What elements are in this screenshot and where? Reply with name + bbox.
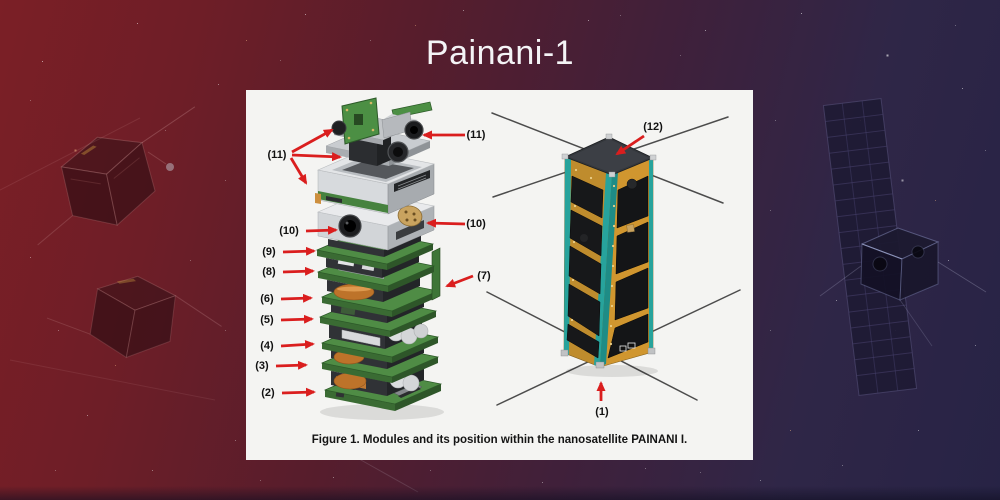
module-label-11-right: (11) <box>466 129 486 141</box>
module-label-4: (4) <box>260 340 274 352</box>
module-label-12: (12) <box>643 121 663 133</box>
module-label-10-right: (10) <box>466 218 486 230</box>
module-label-8: (8) <box>262 266 276 278</box>
module-label-10-left: (10) <box>279 225 299 237</box>
module-label-5: (5) <box>260 314 274 326</box>
bottom-shade <box>0 486 1000 500</box>
module-label-2: (2) <box>261 387 275 399</box>
figure-panel: (11) (11) (10) (10) (9) (8) (7) (6) (5) … <box>246 90 753 460</box>
module-label-1: (1) <box>595 406 609 418</box>
module-label-9: (9) <box>262 246 276 258</box>
module-label-6: (6) <box>260 293 274 305</box>
exploded-stack-render <box>315 97 444 420</box>
module-label-7: (7) <box>477 270 491 282</box>
module-label-3: (3) <box>255 360 269 372</box>
module-label-11-left: (11) <box>267 149 287 161</box>
figure-caption: Figure 1. Modules and its position withi… <box>311 434 688 446</box>
callout-arrows <box>275 128 645 401</box>
page-title: Painani-1 <box>425 34 575 72</box>
left-cubesat-1 <box>37 106 196 246</box>
left-cubesat-2 <box>46 275 222 359</box>
right-satellite <box>819 97 987 397</box>
assembled-cubesat-render <box>560 133 658 377</box>
debris-sphere <box>166 163 174 171</box>
figure-illustration <box>275 97 741 420</box>
